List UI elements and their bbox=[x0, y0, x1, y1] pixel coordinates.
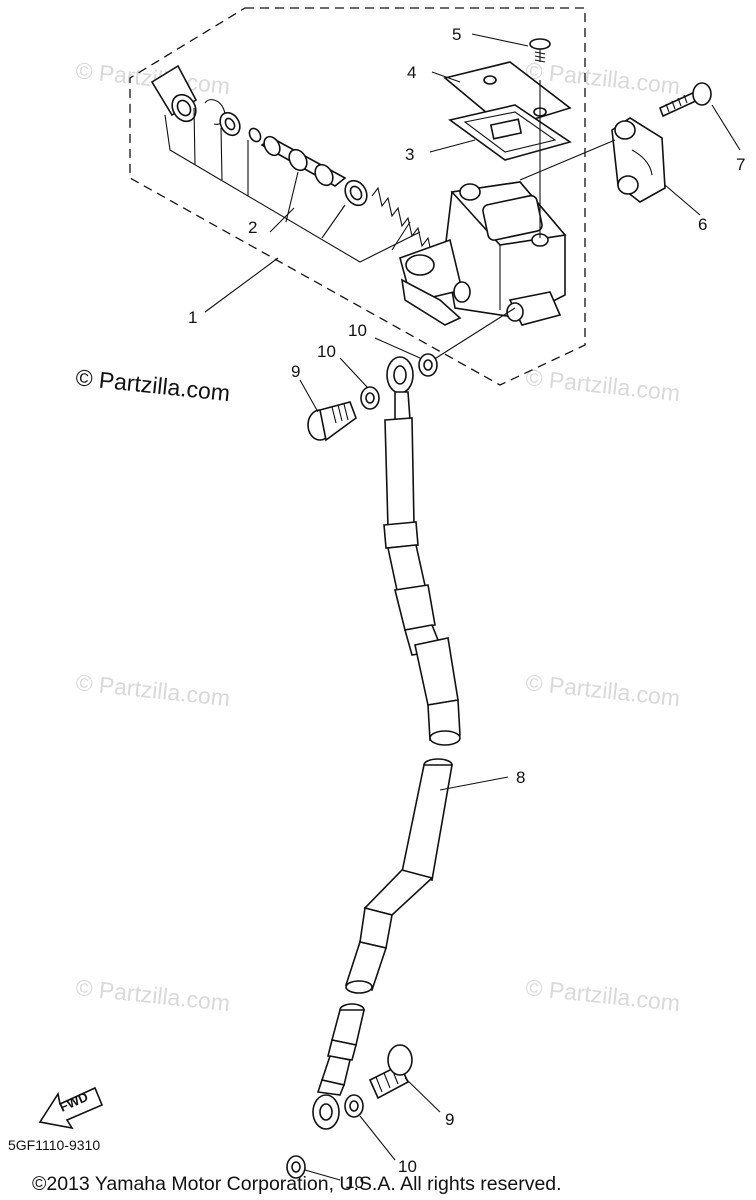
washer-top-b bbox=[418, 353, 438, 377]
handlebar-bracket bbox=[611, 117, 666, 203]
callout-6: 6 bbox=[698, 215, 707, 234]
piston-kit bbox=[150, 64, 439, 258]
callout-line-9-bottom bbox=[404, 1077, 441, 1113]
callout-10-d: 10 bbox=[345, 1173, 364, 1192]
callout-10-c: 10 bbox=[398, 1157, 417, 1176]
callout-8: 8 bbox=[516, 768, 525, 787]
bracket-bolt bbox=[658, 82, 712, 118]
assembly-boundary bbox=[129, 7, 586, 386]
washer-bottom-a bbox=[344, 1094, 364, 1118]
callout-labels: 1 2 3 4 5 6 7 8 9 9 10 10 10 10 bbox=[188, 25, 745, 1192]
callout-line-9-top bbox=[299, 379, 319, 413]
leader-lines-kit bbox=[164, 107, 421, 313]
callout-10-a: 10 bbox=[348, 321, 367, 340]
callout-9-top: 9 bbox=[291, 362, 300, 381]
callout-lines-top bbox=[424, 33, 741, 366]
watermark-layer: © Partzilla.com © Partzilla.com © Partzi… bbox=[74, 57, 681, 1016]
callout-9-bottom: 9 bbox=[445, 1110, 454, 1129]
callout-1: 1 bbox=[188, 308, 197, 327]
callout-2: 2 bbox=[248, 218, 257, 237]
banjo-bolt-top bbox=[307, 401, 357, 442]
brake-hose bbox=[312, 356, 461, 1130]
callout-3: 3 bbox=[405, 145, 414, 164]
forward-arrow: FWD bbox=[38, 1086, 104, 1130]
callout-line-10-c bbox=[359, 1115, 396, 1161]
callout-line-10-b bbox=[374, 337, 421, 359]
callout-line-8 bbox=[439, 776, 509, 791]
watermark-text: © Partzilla.com bbox=[524, 974, 681, 1016]
washer-top-a bbox=[360, 386, 380, 410]
spring bbox=[371, 186, 439, 258]
cover-screw bbox=[529, 38, 551, 63]
watermark-text: © Partzilla.com bbox=[74, 669, 231, 711]
callout-line-10-a bbox=[339, 357, 369, 389]
master-cylinder-body bbox=[399, 181, 567, 326]
callout-5: 5 bbox=[452, 25, 461, 44]
banjo-bolt-bottom bbox=[368, 1044, 413, 1100]
watermark-text: © Partzilla.com bbox=[524, 669, 681, 711]
watermark-main: © Partzilla.com bbox=[74, 364, 231, 406]
callout-7: 7 bbox=[736, 155, 745, 174]
watermark-text: © Partzilla.com bbox=[74, 974, 231, 1016]
watermark-text: © Partzilla.com bbox=[524, 364, 681, 406]
callout-4: 4 bbox=[407, 63, 416, 82]
callout-10-b: 10 bbox=[317, 342, 336, 361]
washer-bottom-b bbox=[286, 1155, 306, 1179]
copyright-notice: ©2013 Yamaha Motor Corporation, U.S.A. A… bbox=[32, 1173, 562, 1195]
callout-line-10-d bbox=[304, 1169, 341, 1181]
diagram-code: 5GF1110-9310 bbox=[8, 1137, 100, 1153]
